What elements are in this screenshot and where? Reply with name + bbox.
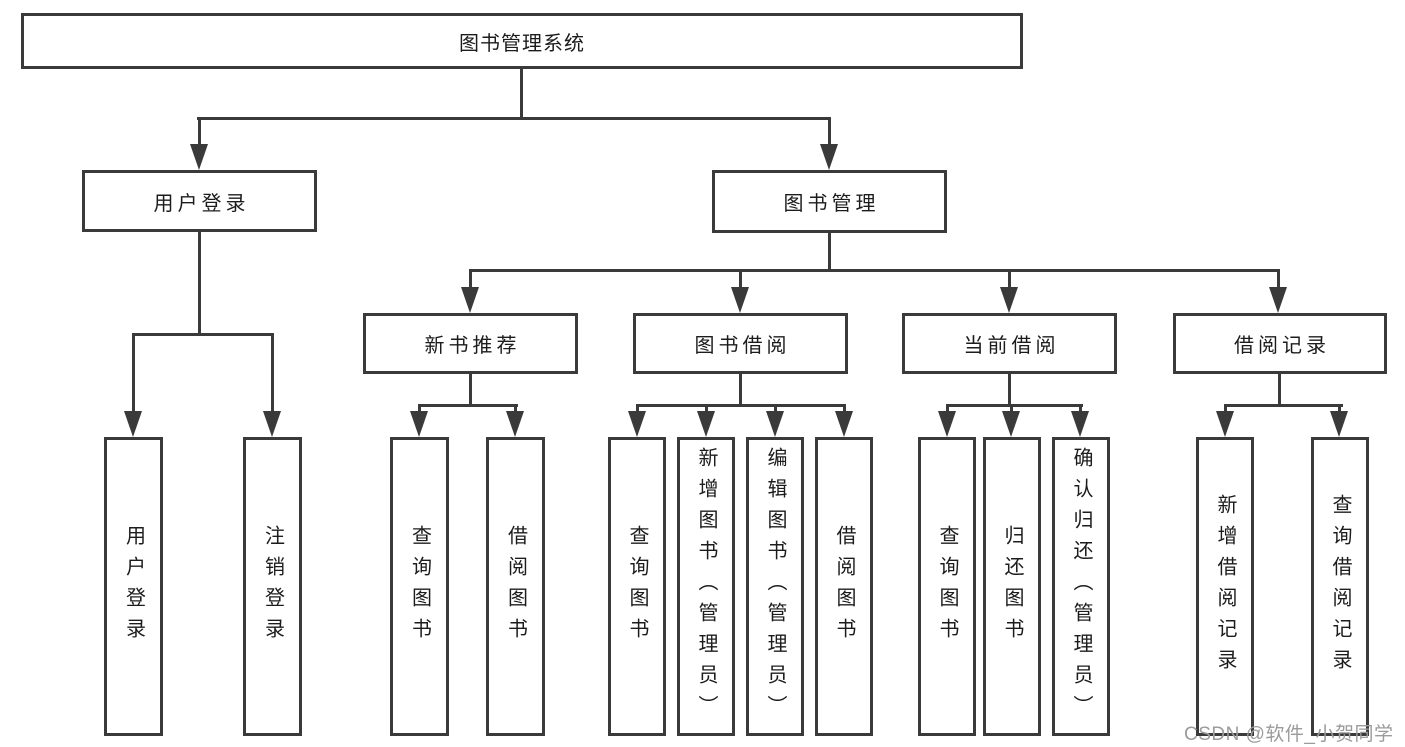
connector-record-stem [1278,374,1281,407]
leaf-label: 查询借阅记录 [1329,493,1351,680]
leaf-borrow-books-newbook: 借阅图书 [486,437,545,736]
leaf-query-books-current: 查询图书 [918,437,976,736]
node-label: 图书管理系统 [459,32,585,55]
node-label: 新书推荐 [424,335,521,357]
leaf-add-borrow-record: 新增借阅记录 [1196,437,1254,736]
node-borrowing-records: 借阅记录 [1173,313,1387,374]
leaf-user-login: 用户登录 [104,437,163,736]
node-label: 当前借阅 [963,335,1060,357]
arrow-down-icon [938,411,956,437]
node-current-borrowing: 当前借阅 [902,313,1117,374]
connector-drop-record [1277,269,1280,287]
leaf-edit-books-admin: 编辑图书（管理员） [746,437,804,736]
leaf-label: 确认归还（管理员） [1070,447,1092,726]
connector-borrow-bar [636,404,846,407]
connector-drop-leaf [774,404,777,411]
arrow-down-icon [124,411,142,437]
connector-drop-leaf [1224,404,1227,411]
connector-drop-current [1008,269,1011,287]
connector-mgmt-bar [469,269,1280,272]
connector-drop-leaf [514,404,517,411]
leaf-label: 用户登录 [122,524,145,649]
arrow-down-icon [410,411,428,437]
leaf-confirm-return-admin: 确认归还（管理员） [1052,437,1110,736]
node-book-borrowing: 图书借阅 [633,313,848,374]
connector-newbook-bar [418,404,518,407]
node-label: 图书借阅 [694,335,791,357]
leaf-label: 查询图书 [626,524,648,649]
node-label: 图书管理 [783,193,880,215]
connector-drop-leaf [946,404,949,411]
connector-drop-leaf [1010,404,1013,411]
connector-current-bar [946,404,1083,407]
arrow-down-icon [1330,411,1348,437]
connector-drop-leaf [636,404,639,411]
leaf-label: 借阅图书 [504,524,527,649]
connector-drop-leaf [271,333,274,411]
arrow-down-icon [835,411,853,437]
connector-newbook-stem [469,374,472,407]
arrow-down-icon [731,287,749,313]
leaf-borrow-books-borrow: 借阅图书 [815,437,873,736]
connector-drop-leaf [705,404,708,411]
connector-drop-leaf [1338,404,1341,411]
leaf-query-books-newbook: 查询图书 [390,437,449,736]
connector-drop-leaf [843,404,846,411]
connector-drop-leaf [1079,404,1082,411]
connector-user-stem [198,230,201,336]
connector-drop-borrow [739,269,742,287]
connector-root-bar [197,117,831,120]
leaf-query-borrow-record: 查询借阅记录 [1311,437,1369,736]
connector-mgmt-stem [828,231,831,272]
arrow-down-icon [766,411,784,437]
arrow-down-icon [697,411,715,437]
connector-drop-leaf [418,404,421,411]
arrow-down-icon [628,411,646,437]
leaf-return-books: 归还图书 [983,437,1041,736]
node-user-login: 用户登录 [82,170,317,232]
connector-drop-user-login [198,117,201,144]
arrow-down-icon [1216,411,1234,437]
leaf-label: 新增图书（管理员） [695,447,717,726]
arrow-down-icon [1269,287,1287,313]
leaf-label: 查询图书 [408,524,431,649]
connector-borrow-stem [739,374,742,407]
arrow-down-icon [1071,411,1089,437]
arrow-down-icon [190,144,208,170]
leaf-query-books-borrow: 查询图书 [608,437,666,736]
arrow-down-icon [263,411,281,437]
connector-record-bar [1224,404,1343,407]
connector-user-bar [132,333,274,336]
arrow-down-icon [461,287,479,313]
leaf-label: 借阅图书 [833,524,855,649]
node-label: 用户登录 [153,192,250,215]
connector-drop-newbook [469,269,472,287]
leaf-label: 查询图书 [936,524,958,649]
arrow-down-icon [820,144,838,170]
node-label: 借阅记录 [1234,335,1330,357]
leaf-label: 编辑图书（管理员） [764,447,786,726]
leaf-label: 新增借阅记录 [1214,493,1236,680]
connector-current-stem [1008,374,1011,407]
node-library-system: 图书管理系统 [21,13,1023,69]
node-book-management: 图书管理 [712,170,947,233]
leaf-logout: 注销登录 [243,437,302,736]
arrow-down-icon [1000,287,1018,313]
arrow-down-icon [1002,411,1020,437]
csdn-watermark: CSDN @软件_小贺同学 [1184,724,1394,745]
node-new-book-recommend: 新书推荐 [363,313,578,374]
leaf-add-books-admin: 新增图书（管理员） [677,437,735,736]
leaf-label: 归还图书 [1001,524,1023,649]
leaf-label: 注销登录 [261,524,284,649]
arrow-down-icon [506,411,524,437]
connector-root-stem [520,67,523,120]
connector-drop-leaf [132,333,135,411]
connector-drop-book-mgmt [828,117,831,144]
